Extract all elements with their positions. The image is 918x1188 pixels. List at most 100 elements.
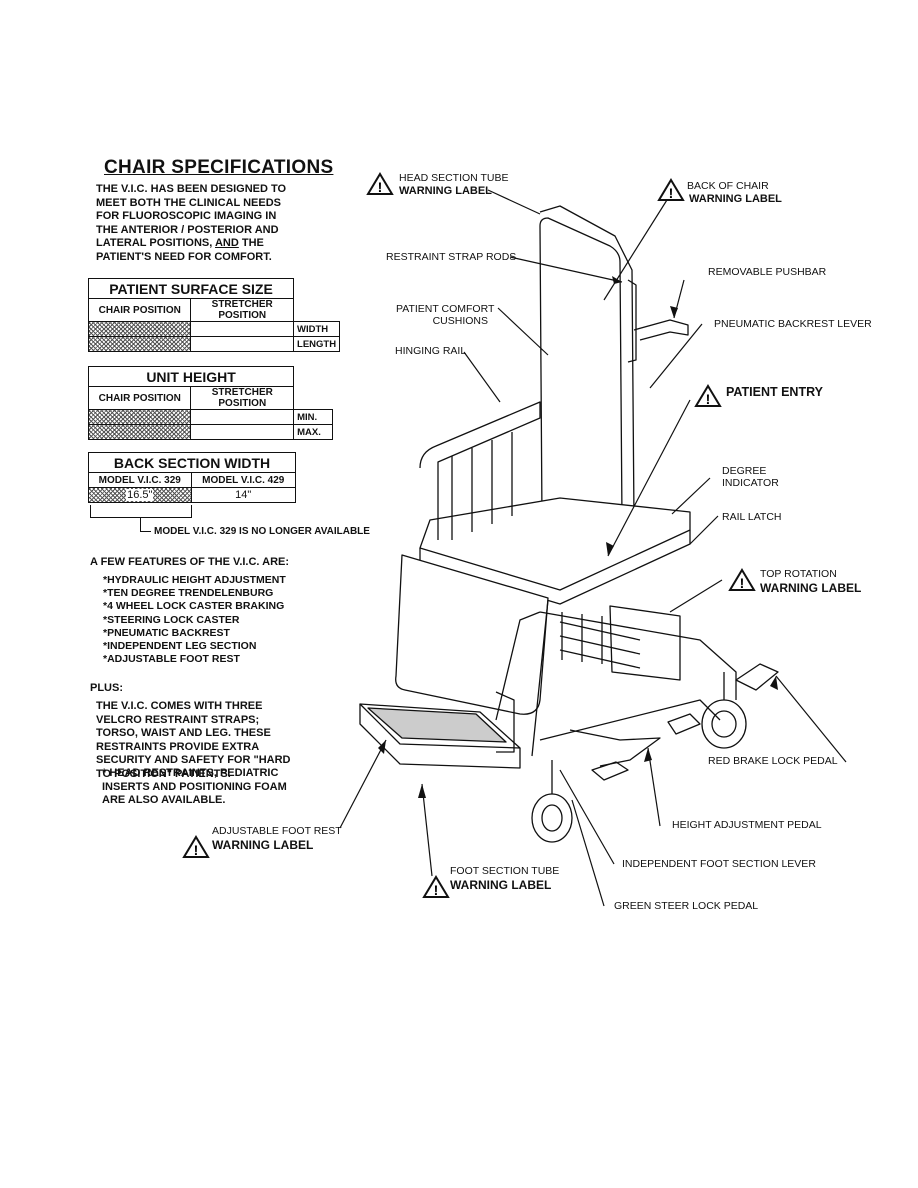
removable-pushbar [633,319,689,341]
leader-rail-latch [689,515,719,545]
svg-text:!: ! [194,842,199,858]
warning-triangle-icon: ! [366,172,394,195]
label-degree-indicator: DEGREE INDICATOR [722,465,779,489]
svg-text:!: ! [434,882,439,898]
label-head-section-tube: ! HEAD SECTION TUBE WARNING LABEL [366,172,509,197]
label-red-brake-lock-pedal: RED BRAKE LOCK PEDAL [708,755,838,767]
label-back-of-chair: ! BACK OF CHAIR WARNING LABEL [657,178,782,205]
height-min-chair-cell [87,409,192,425]
leader-foot-rest [339,739,387,829]
foot-rest-text: ADJUSTABLE FOOT REST [212,825,342,837]
front-caster [531,793,573,843]
foot-tube-text: FOOT SECTION TUBE [450,865,560,877]
intro-text-a: THE V.I.C. HAS BEEN DESIGNED TO MEET BOT… [96,183,287,249]
label-restraint-strap-rods: RESTRAINT STRAP RODS [386,251,517,263]
feature-item: *TEN DEGREE TRENDELENBURG [103,587,274,600]
back-329-cell: 16.5" [88,487,192,503]
leader-degree-indicator [671,477,711,515]
plus-heading: PLUS: [90,682,123,694]
optional-accessories: * HEAD RESTRAINTS, PEDIATRIC INSERTS AND… [102,767,287,806]
label-rail-latch: RAIL LATCH [722,511,782,523]
height-max-chair-cell [87,424,192,440]
back-329-value: 16.5" [126,489,154,501]
leader-independent-foot [559,769,615,865]
hinging-rail-frame [419,401,541,540]
base-frame [539,611,737,700]
label-removable-pushbar: REMOVABLE PUSHBAR [708,266,827,278]
comfort-line-1: PATIENT COMFORT [396,303,495,315]
leader-red-brake [775,675,847,763]
head-tube-label: HEAD SECTION TUBE [399,172,509,184]
back-of-chair-label: BACK OF CHAIR [687,180,769,192]
leader-top-rotation [669,579,723,613]
surface-col-stretcher: STRETCHER POSITION [190,298,295,322]
comfort-line-2: CUSHIONS [432,315,488,327]
feature-item: *STEERING LOCK CASTER [103,613,240,626]
leader-restraint-rods [509,256,623,283]
warning-triangle-icon: ! [657,178,685,201]
specifications-title: CHAIR SPECIFICATIONS [104,157,334,178]
model-329-note: MODEL V.I.C. 329 IS NO LONGER AVAILABLE [154,526,370,537]
label-top-rotation: ! TOP ROTATION WARNING LABEL [728,568,861,594]
feature-item: *HYDRAULIC HEIGHT ADJUSTMENT [103,574,286,586]
warning-triangle-icon: ! [728,568,756,591]
label-comfort-cushions: PATIENT COMFORT CUSHIONS [396,303,495,327]
intro-and: AND [214,237,239,249]
warning-triangle-icon: ! [694,384,722,407]
leader-green-steer [571,799,605,907]
features-heading: A FEW FEATURES OF THE V.I.C. ARE: [90,556,290,568]
leader-foot-tube [421,783,433,877]
leader-head-tube [487,189,541,215]
warning-label-text: WARNING LABEL [689,193,782,205]
leader-pneumatic-lever [649,323,703,389]
surface-length-chair-cell [87,336,192,352]
height-adjustment-pedal-shape [591,761,629,781]
leader-height-pedal [647,747,661,827]
red-brake-pedal [735,663,779,691]
leg-section-cushion [395,554,549,715]
label-height-adjustment-pedal: HEIGHT ADJUSTMENT PEDAL [672,819,822,831]
warning-label-text: WARNING LABEL [212,838,314,852]
warning-triangle-icon: ! [182,835,210,858]
label-independent-foot-section-lever: INDEPENDENT FOOT SECTION LEVER [622,858,816,870]
feature-item: *4 WHEEL LOCK CASTER BRAKING [103,600,285,613]
svg-text:!: ! [706,391,711,407]
svg-text:!: ! [378,179,383,195]
label-pneumatic-backrest-lever: PNEUMATIC BACKREST LEVER [714,318,872,330]
leader-patient-entry [607,399,691,557]
label-green-steer-lock-pedal: GREEN STEER LOCK PEDAL [614,900,759,912]
intro-text-b: THE PATIENT'S NEED FOR COMFORT. [96,237,272,263]
surface-row-length: LENGTH [293,336,340,352]
warning-label-text: WARNING LABEL [399,185,492,197]
feature-item: *ADJUSTABLE FOOT REST [103,653,240,666]
back-429-value: 14" [190,487,296,503]
surface-table-title: PATIENT SURFACE SIZE [87,278,295,299]
label-patient-entry: ! PATIENT ENTRY [694,384,823,408]
patient-entry-text: PATIENT ENTRY [726,385,823,399]
plus-paragraph: THE V.I.C. COMES WITH THREE VELCRO RESTR… [96,700,291,780]
model-329-bracket-stem [140,517,151,532]
backrest-cushion [539,217,623,521]
head-section-tube [539,205,635,521]
degree-line-1: DEGREE [722,465,767,477]
model-329-bracket [90,505,192,518]
warning-label-text: WARNING LABEL [760,581,862,595]
svg-text:!: ! [740,575,745,591]
feature-item: *PNEUMATIC BACKREST [103,626,230,639]
svg-text:!: ! [669,185,674,201]
leader-comfort-cushions [497,307,549,356]
height-row-max: MAX. [293,424,333,440]
feature-item: *INDEPENDENT LEG SECTION [103,640,257,653]
features-list: *HYDRAULIC HEIGHT ADJUSTMENT *TEN DEGREE… [103,574,286,666]
back-table-title: BACK SECTION WIDTH [88,452,296,473]
leader-hinging-rail [463,351,501,403]
warning-triangle-icon: ! [422,875,450,898]
label-hinging-rail: HINGING RAIL [395,345,467,357]
warning-label-text: WARNING LABEL [450,878,552,892]
intro-paragraph: THE V.I.C. HAS BEEN DESIGNED TO MEET BOT… [96,183,292,264]
degree-line-2: INDICATOR [722,477,779,489]
rear-caster [701,699,747,749]
